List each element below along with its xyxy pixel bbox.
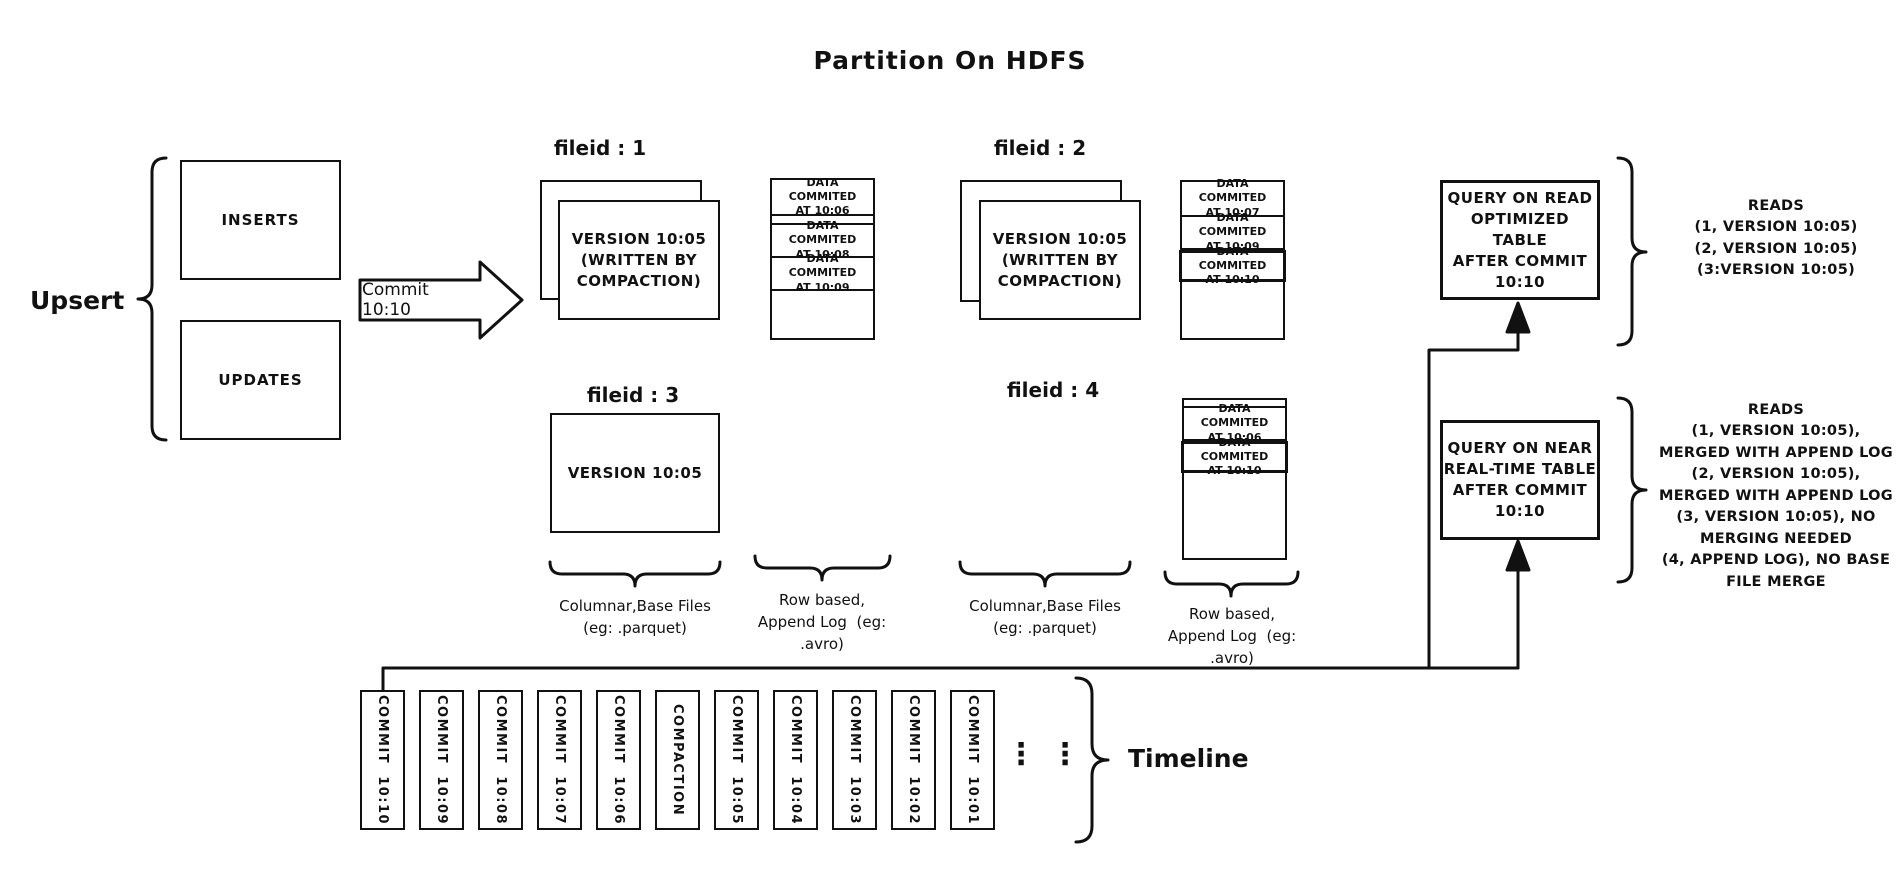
upsert-brace — [136, 156, 168, 442]
log-row: DATA COMMITED AT 10:08 — [772, 219, 873, 261]
fileid-3-label: fileid : 3 — [586, 383, 680, 407]
log-row: DATA COMMITED AT 10:09 — [1182, 211, 1283, 253]
reads-brace-1 — [1616, 156, 1648, 347]
rowbased-label-1: Row based, Append Log (eg: .avro) — [757, 591, 887, 653]
columnar-label-2: Columnar,Base Files (eg: .parquet) — [969, 597, 1121, 637]
timeline-ellipsis: ⋮ — [1006, 737, 1036, 772]
timeline-label: Timeline — [1128, 744, 1249, 773]
timeline-compaction-box: COMPACTION — [655, 690, 700, 830]
timeline-commit-box: COMMIT 10:03 — [832, 690, 877, 830]
reads-near-real-time: READS (1, VERSION 10:05), MERGED WITH AP… — [1658, 402, 1893, 590]
timeline-commit-box: COMMIT 10:09 — [419, 690, 464, 830]
query1-arrowhead — [1505, 301, 1531, 334]
upsert-label: Upsert — [30, 286, 125, 315]
reads-brace-2 — [1616, 396, 1648, 584]
diagram-title: Partition On HDFS — [813, 46, 1087, 75]
log-band — [1184, 400, 1285, 408]
timeline-ellipsis: ⋮ — [1050, 737, 1080, 772]
query-near-real-time-box: QUERY ON NEAR REAL-TIME TABLE AFTER COMM… — [1440, 420, 1600, 540]
timeline-commit-label: COMMIT 10:02 — [906, 694, 921, 826]
timeline-commit-label: COMMIT 10:08 — [493, 694, 508, 826]
rowbased-brace-2 — [1163, 570, 1300, 598]
reads-read-optimized: READS (1, VERSION 10:05) (2, VERSION 10:… — [1694, 198, 1858, 279]
timeline-commit-box: COMMIT 10:01 — [950, 690, 995, 830]
query-read-optimized-box: QUERY ON READ OPTIMIZED TABLE AFTER COMM… — [1440, 180, 1600, 300]
timeline-commit-box: COMMIT 10:10 — [360, 690, 405, 830]
fileid-1-version-box: VERSION 10:05 (WRITTEN BY COMPACTION) — [558, 200, 720, 320]
query1-connector-line — [1427, 326, 1520, 670]
timeline-commit-label: COMMIT 10:01 — [965, 694, 980, 826]
fileid-4-append-log: DATA COMMITED AT 10:06 DATA COMMITED AT … — [1181, 398, 1288, 560]
timeline-brace — [1074, 676, 1110, 844]
log-row: DATA COMMITED AT 10:10 — [1181, 436, 1288, 477]
timeline-commit-label: COMMIT 10:07 — [552, 694, 567, 826]
timeline-commit-label: COMMIT 10:05 — [729, 694, 744, 826]
log-row: DATA COMMITED AT 10:07 — [1182, 177, 1283, 219]
log-row: DATA COMMITED AT 10:06 — [772, 176, 873, 217]
fileid-4-label: fileid : 4 — [1006, 378, 1100, 402]
timeline-commit-label: COMMIT 10:06 — [611, 694, 626, 826]
columnar-brace-1 — [548, 560, 722, 588]
commit-arrow-shape — [358, 260, 524, 340]
timeline-commit-label: COMMIT 10:09 — [434, 694, 449, 826]
timeline-commit-box: COMMIT 10:06 — [596, 690, 641, 830]
columnar-label-1: Columnar,Base Files (eg: .parquet) — [559, 597, 711, 637]
log-row: DATA COMMITED AT 10:06 — [1184, 402, 1285, 444]
timeline-commit-label: COMMIT 10:10 — [375, 694, 390, 826]
timeline-commit-box: COMMIT 10:08 — [478, 690, 523, 830]
log-band — [772, 216, 873, 225]
fileid-2-version-box: VERSION 10:05 (WRITTEN BY COMPACTION) — [979, 200, 1141, 320]
inserts-box: INSERTS — [180, 160, 341, 280]
timeline-commit-box: COMMIT 10:05 — [714, 690, 759, 830]
fileid-3-version-box: VERSION 10:05 — [550, 413, 720, 533]
timeline-commit-label: COMMIT 10:04 — [788, 694, 803, 826]
query2-arrowhead — [1505, 539, 1531, 572]
timeline-commit-box: COMMIT 10:07 — [537, 690, 582, 830]
fileid-1-append-log: DATA COMMITED AT 10:06 DATA COMMITED AT … — [770, 176, 875, 340]
timeline-commit-box: COMMIT 10:04 — [773, 690, 818, 830]
commit-arrow-label: Commit 10:10 — [362, 280, 429, 320]
log-row: DATA COMMITED AT 10:10 — [1179, 245, 1286, 286]
fileid-1-label: fileid : 1 — [553, 136, 647, 160]
updates-box: UPDATES — [180, 320, 341, 440]
fileid-2-label: fileid : 2 — [993, 136, 1087, 160]
timeline-connector-line — [381, 666, 1520, 692]
columnar-brace-2 — [958, 560, 1132, 588]
fileid-2-append-log: DATA COMMITED AT 10:07 DATA COMMITED AT … — [1179, 177, 1286, 340]
rowbased-brace-1 — [753, 554, 892, 582]
rowbased-label-2: Row based, Append Log (eg: .avro) — [1167, 605, 1297, 667]
timeline-compaction-label: COMPACTION — [670, 703, 685, 817]
log-row: DATA COMMITED AT 10:09 — [772, 252, 873, 294]
timeline-commit-box: COMMIT 10:02 — [891, 690, 936, 830]
timeline-commit-label: COMMIT 10:03 — [847, 694, 862, 826]
